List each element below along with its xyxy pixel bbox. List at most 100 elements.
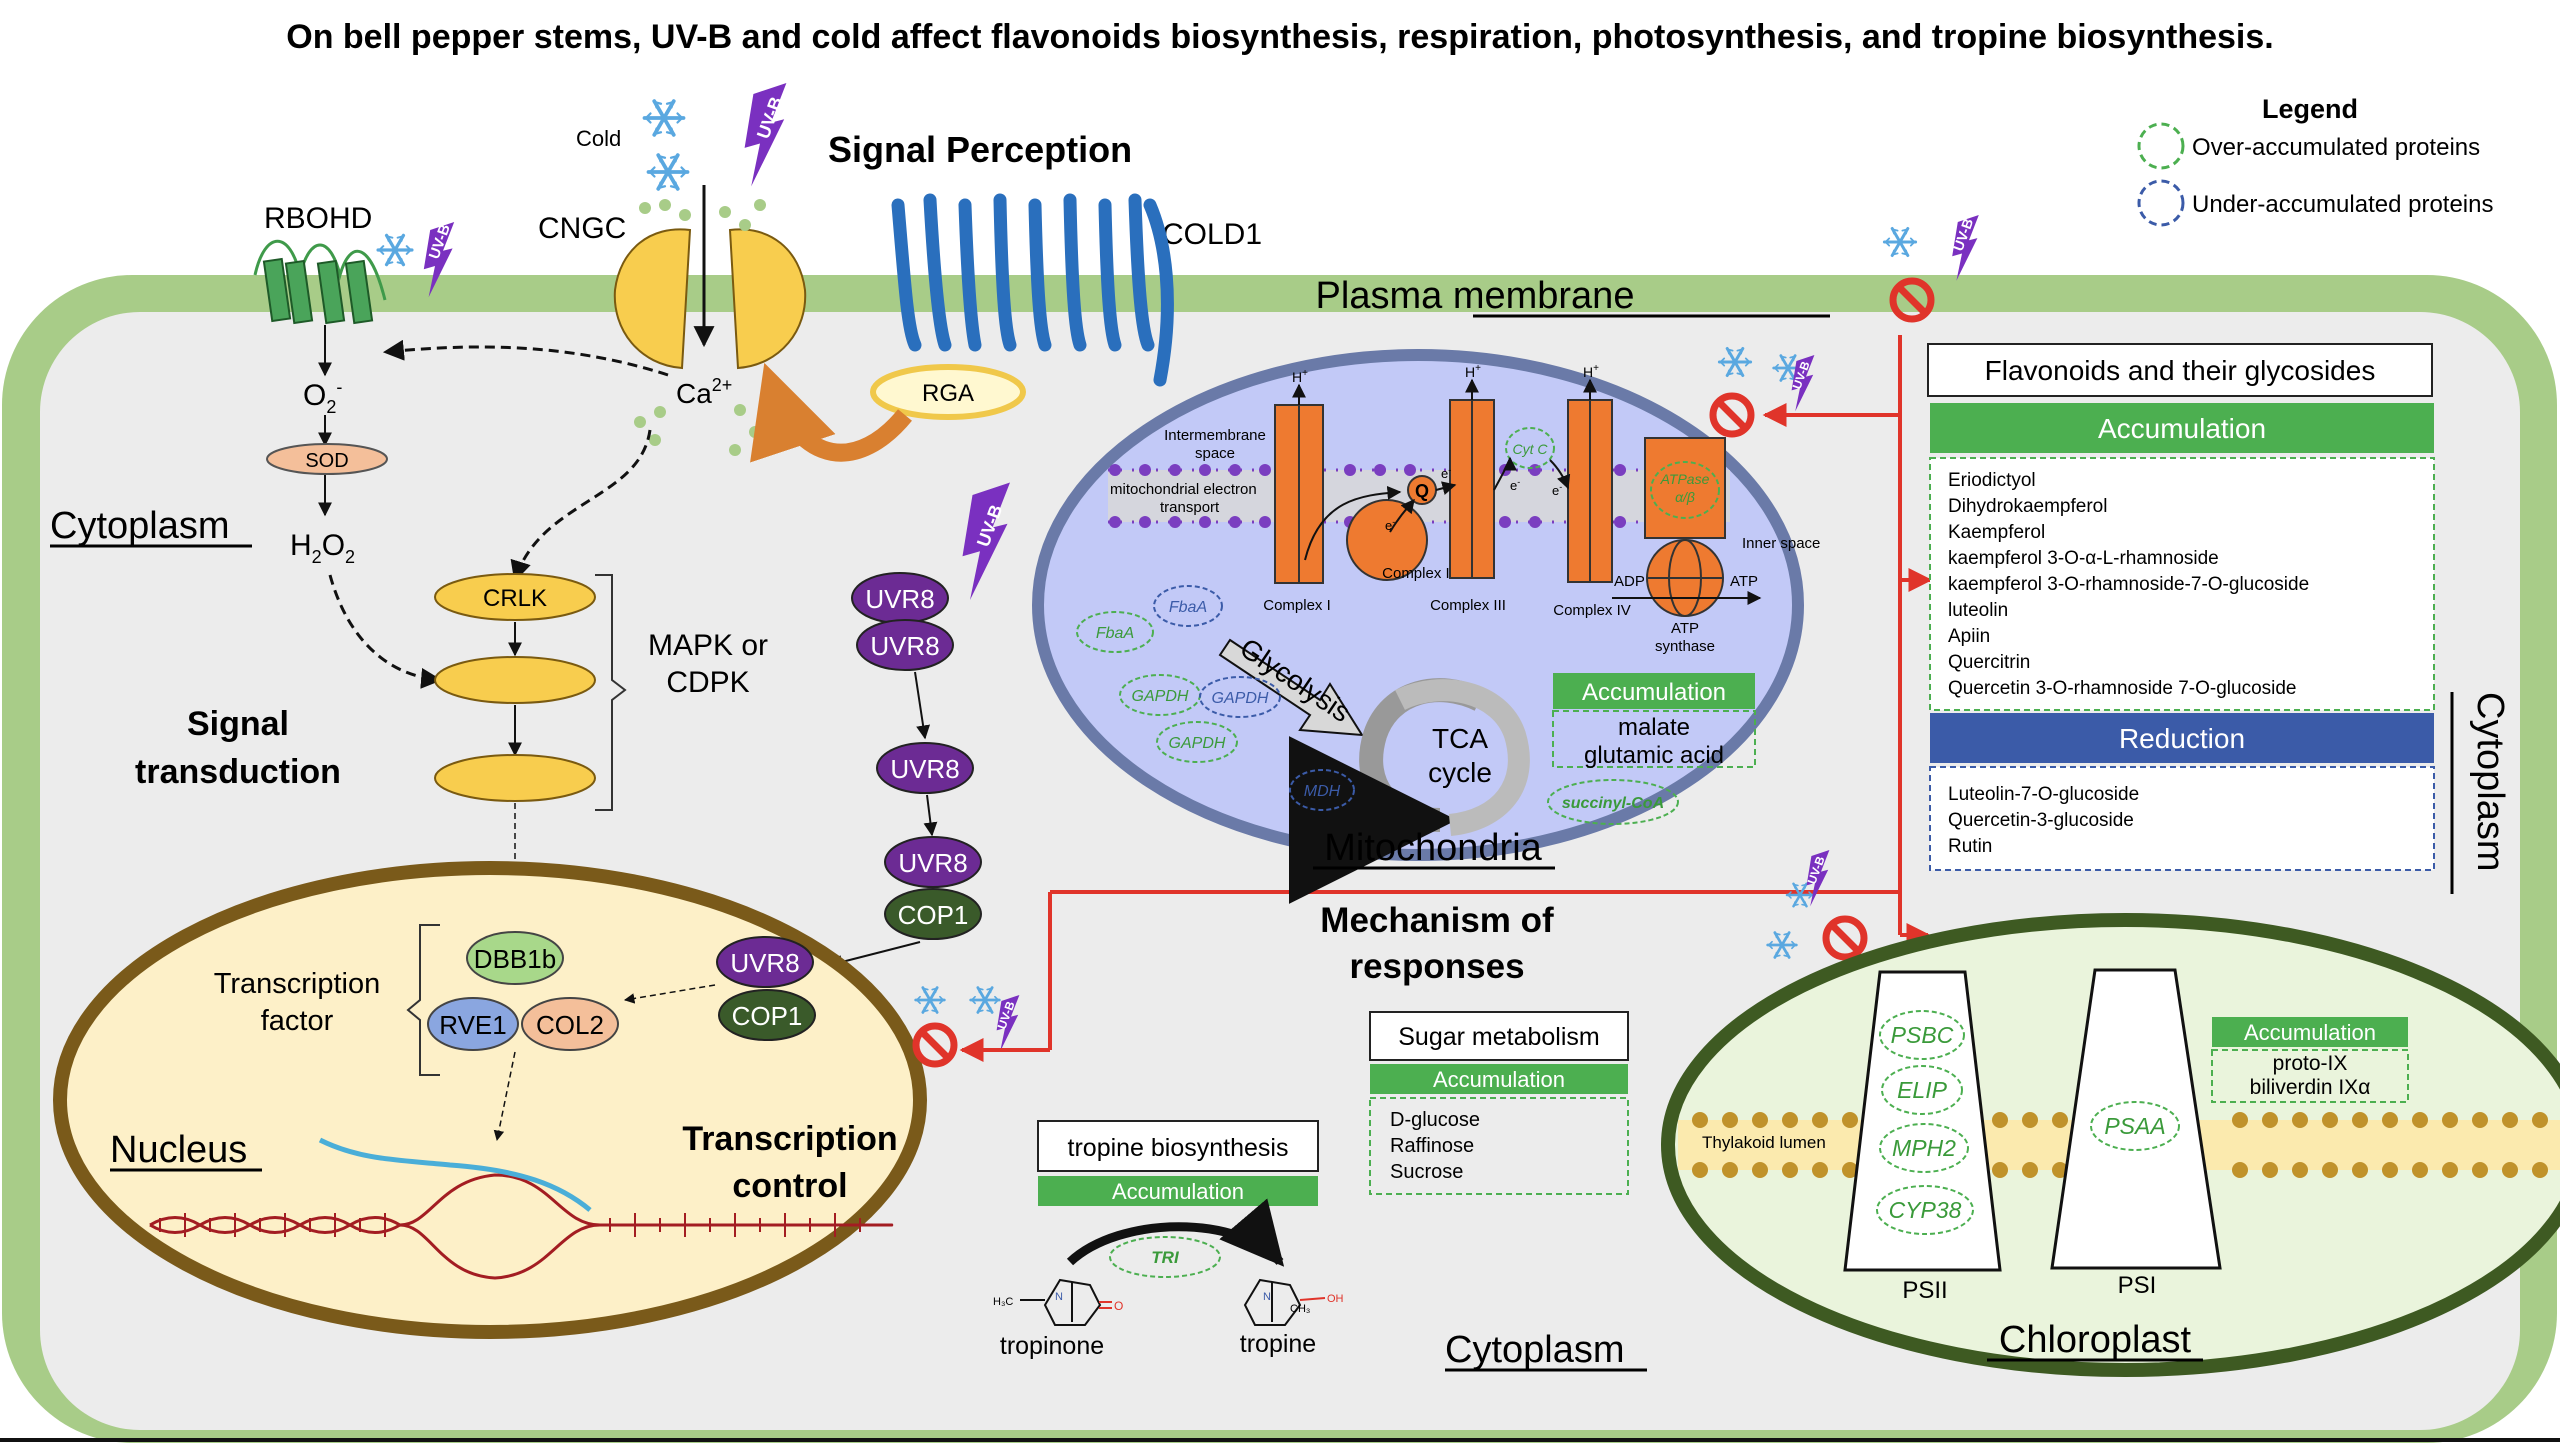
gapdh-under: [1199, 676, 1281, 718]
flavonoid-reduced-item: Quercetin-3-glucoside: [1948, 810, 2134, 831]
hplus-3: H+: [1583, 363, 1599, 380]
chloro-metabolite-1: proto-IX: [2273, 1052, 2348, 1075]
flavonoid-accumulated-item: luteolin: [1948, 600, 2008, 621]
h2o2-o: O: [322, 529, 345, 562]
rga-protein: [870, 364, 1026, 420]
flavonoids-accumulation-box: [1929, 457, 2435, 711]
intermembrane-label-1: Intermembrane: [1164, 427, 1266, 444]
electron-2-sup: -: [1448, 465, 1451, 475]
uvr8-dimer-to-monomer-arrow: [914, 671, 931, 740]
ca-sup: 2+: [712, 375, 733, 395]
sugar-accumulation-header: [1370, 1064, 1628, 1094]
succinyl-over-label: succinyl-CoA: [1562, 795, 1664, 812]
cngc-left-subunit: [613, 228, 692, 370]
hplus-1: H+: [1292, 368, 1308, 385]
electron-3: e-: [1510, 477, 1520, 493]
cold1-receptor: [891, 193, 1174, 387]
mechanism-label-1: Mechanism of: [1320, 901, 1554, 940]
h2o2-to-kinase-arrow: [328, 574, 443, 689]
tf-bracket: [406, 924, 440, 1076]
rbohd-channel: RBOHD: [253, 202, 387, 325]
nucleus-cop1: [718, 989, 816, 1041]
tropine-ch3: CH₃: [1290, 1303, 1310, 1315]
gapdh-over-2-label: GAPDH: [1169, 735, 1226, 752]
mitochondria-label: Mitochondria: [1324, 827, 1542, 869]
legend-heading: Legend: [2262, 94, 2358, 124]
cold-snow-icon-2: [646, 153, 690, 191]
sugar-item: Raffinose: [1390, 1135, 1474, 1157]
cytc-label: Cyt C: [1513, 441, 1549, 457]
cngc-label: CNGC: [538, 212, 626, 245]
signal-perception-heading: Signal Perception: [828, 129, 1132, 170]
flavonoids-reduction-label: Reduction: [2119, 723, 2245, 754]
tc-label-2: control: [732, 1167, 847, 1205]
complex-4-label: Complex IV: [1553, 602, 1631, 619]
signal-transduction-heading-1: Signal: [187, 705, 289, 743]
dna-rungs: [159, 1213, 861, 1237]
psbc-protein: [1879, 1010, 1965, 1060]
dbb1b-factor: [466, 931, 564, 985]
col2-label: COL2: [536, 1010, 604, 1040]
hplus-arrows: [1292, 378, 1597, 405]
dna-helix: [149, 1137, 894, 1280]
rbohd-uvb-text: UV-B: [426, 222, 454, 262]
flavonoids-heading-box: [1927, 343, 2433, 397]
mechanism-label-2: responses: [1349, 947, 1524, 986]
legend-over-swatch: [2137, 122, 2185, 170]
uvr8-complex-cop1-label: COP1: [898, 900, 969, 930]
electron-1-sup: -: [1392, 517, 1395, 527]
gapdh-under-label: GAPDH: [1212, 690, 1269, 707]
flavonoids-accumulation-header: [1930, 403, 2434, 453]
o2-o: O: [303, 379, 326, 412]
electron-2: e-: [1441, 465, 1451, 481]
hplus-1-h: H: [1292, 369, 1302, 385]
sugar-accumulation-label: Accumulation: [1433, 1067, 1565, 1092]
flavonoids-reduction-box: [1929, 766, 2435, 871]
psi-complex: [2050, 968, 2222, 1270]
complex-2: [1346, 499, 1428, 581]
nucleus-uvr8: [716, 936, 814, 988]
flavonoids-reduced-list: Luteolin-7-O-glucoside Quercetin-3-gluco…: [1948, 784, 2139, 857]
rbohd-label: RBOHD: [264, 202, 372, 235]
uvr8-dimer-top-label: UVR8: [865, 584, 934, 614]
q-label: Q: [1415, 481, 1429, 501]
tri-label: TRI: [1151, 1248, 1180, 1267]
tca-label-1: TCA: [1432, 723, 1488, 754]
tropine-oh: OH: [1327, 1293, 1344, 1305]
tc-label-1: Transcription: [682, 1120, 897, 1158]
dbb1b-label: DBB1b: [474, 944, 556, 974]
complex-2-label: Complex II: [1382, 565, 1454, 582]
sugar-heading-box: [1369, 1011, 1629, 1061]
cngc-right-subunit: [728, 228, 807, 370]
fbaa-under-label: FbaA: [1169, 599, 1207, 616]
ca-label: Ca2+: [676, 375, 732, 409]
fbaa-under: [1153, 585, 1223, 627]
pm-snow-icon: [1882, 226, 1918, 258]
tropinone-h3c: H₃C: [993, 1296, 1013, 1308]
cyp38-protein: [1876, 1185, 1974, 1235]
flavonoids-heading: Flavonoids and their glycosides: [1985, 355, 2376, 386]
mito-metabolite-2: glutamic acid: [1584, 742, 1724, 769]
cop1-to-col2-arrow: [623, 984, 716, 1004]
elip-protein: [1881, 1065, 1963, 1115]
hplus-2-sup: +: [1475, 363, 1481, 374]
complex-1-label: Complex I: [1263, 597, 1331, 614]
h2o2-label: H2O2: [290, 529, 355, 567]
mito-metabolite-1: malate: [1618, 714, 1690, 741]
chloro-metabolite-2: biliverdin IXα: [2250, 1076, 2371, 1099]
tropine-heading: tropine biosynthesis: [1068, 1134, 1289, 1162]
flavonoid-accumulated-item: kaempferol 3-O-α-L-rhamnoside: [1948, 548, 2219, 569]
fbaa-over: [1076, 611, 1154, 653]
atpase-label-1: ATPase: [1660, 471, 1710, 487]
tf-label-2: factor: [261, 1005, 334, 1037]
rve1-label: RVE1: [439, 1010, 506, 1040]
thylakoid-dots: [1692, 1112, 2548, 1178]
tropinone-n: N: [1055, 1291, 1063, 1303]
mdh-under: [1289, 769, 1355, 811]
nucleus-cop1-label: COP1: [732, 1001, 803, 1031]
uvr8-dimer-bottom: [856, 619, 954, 671]
tf-label-1: Transcription: [214, 968, 381, 1000]
tf-to-dna-arrow: [493, 1051, 516, 1142]
chloro-accumulation-header: [2212, 1017, 2408, 1047]
